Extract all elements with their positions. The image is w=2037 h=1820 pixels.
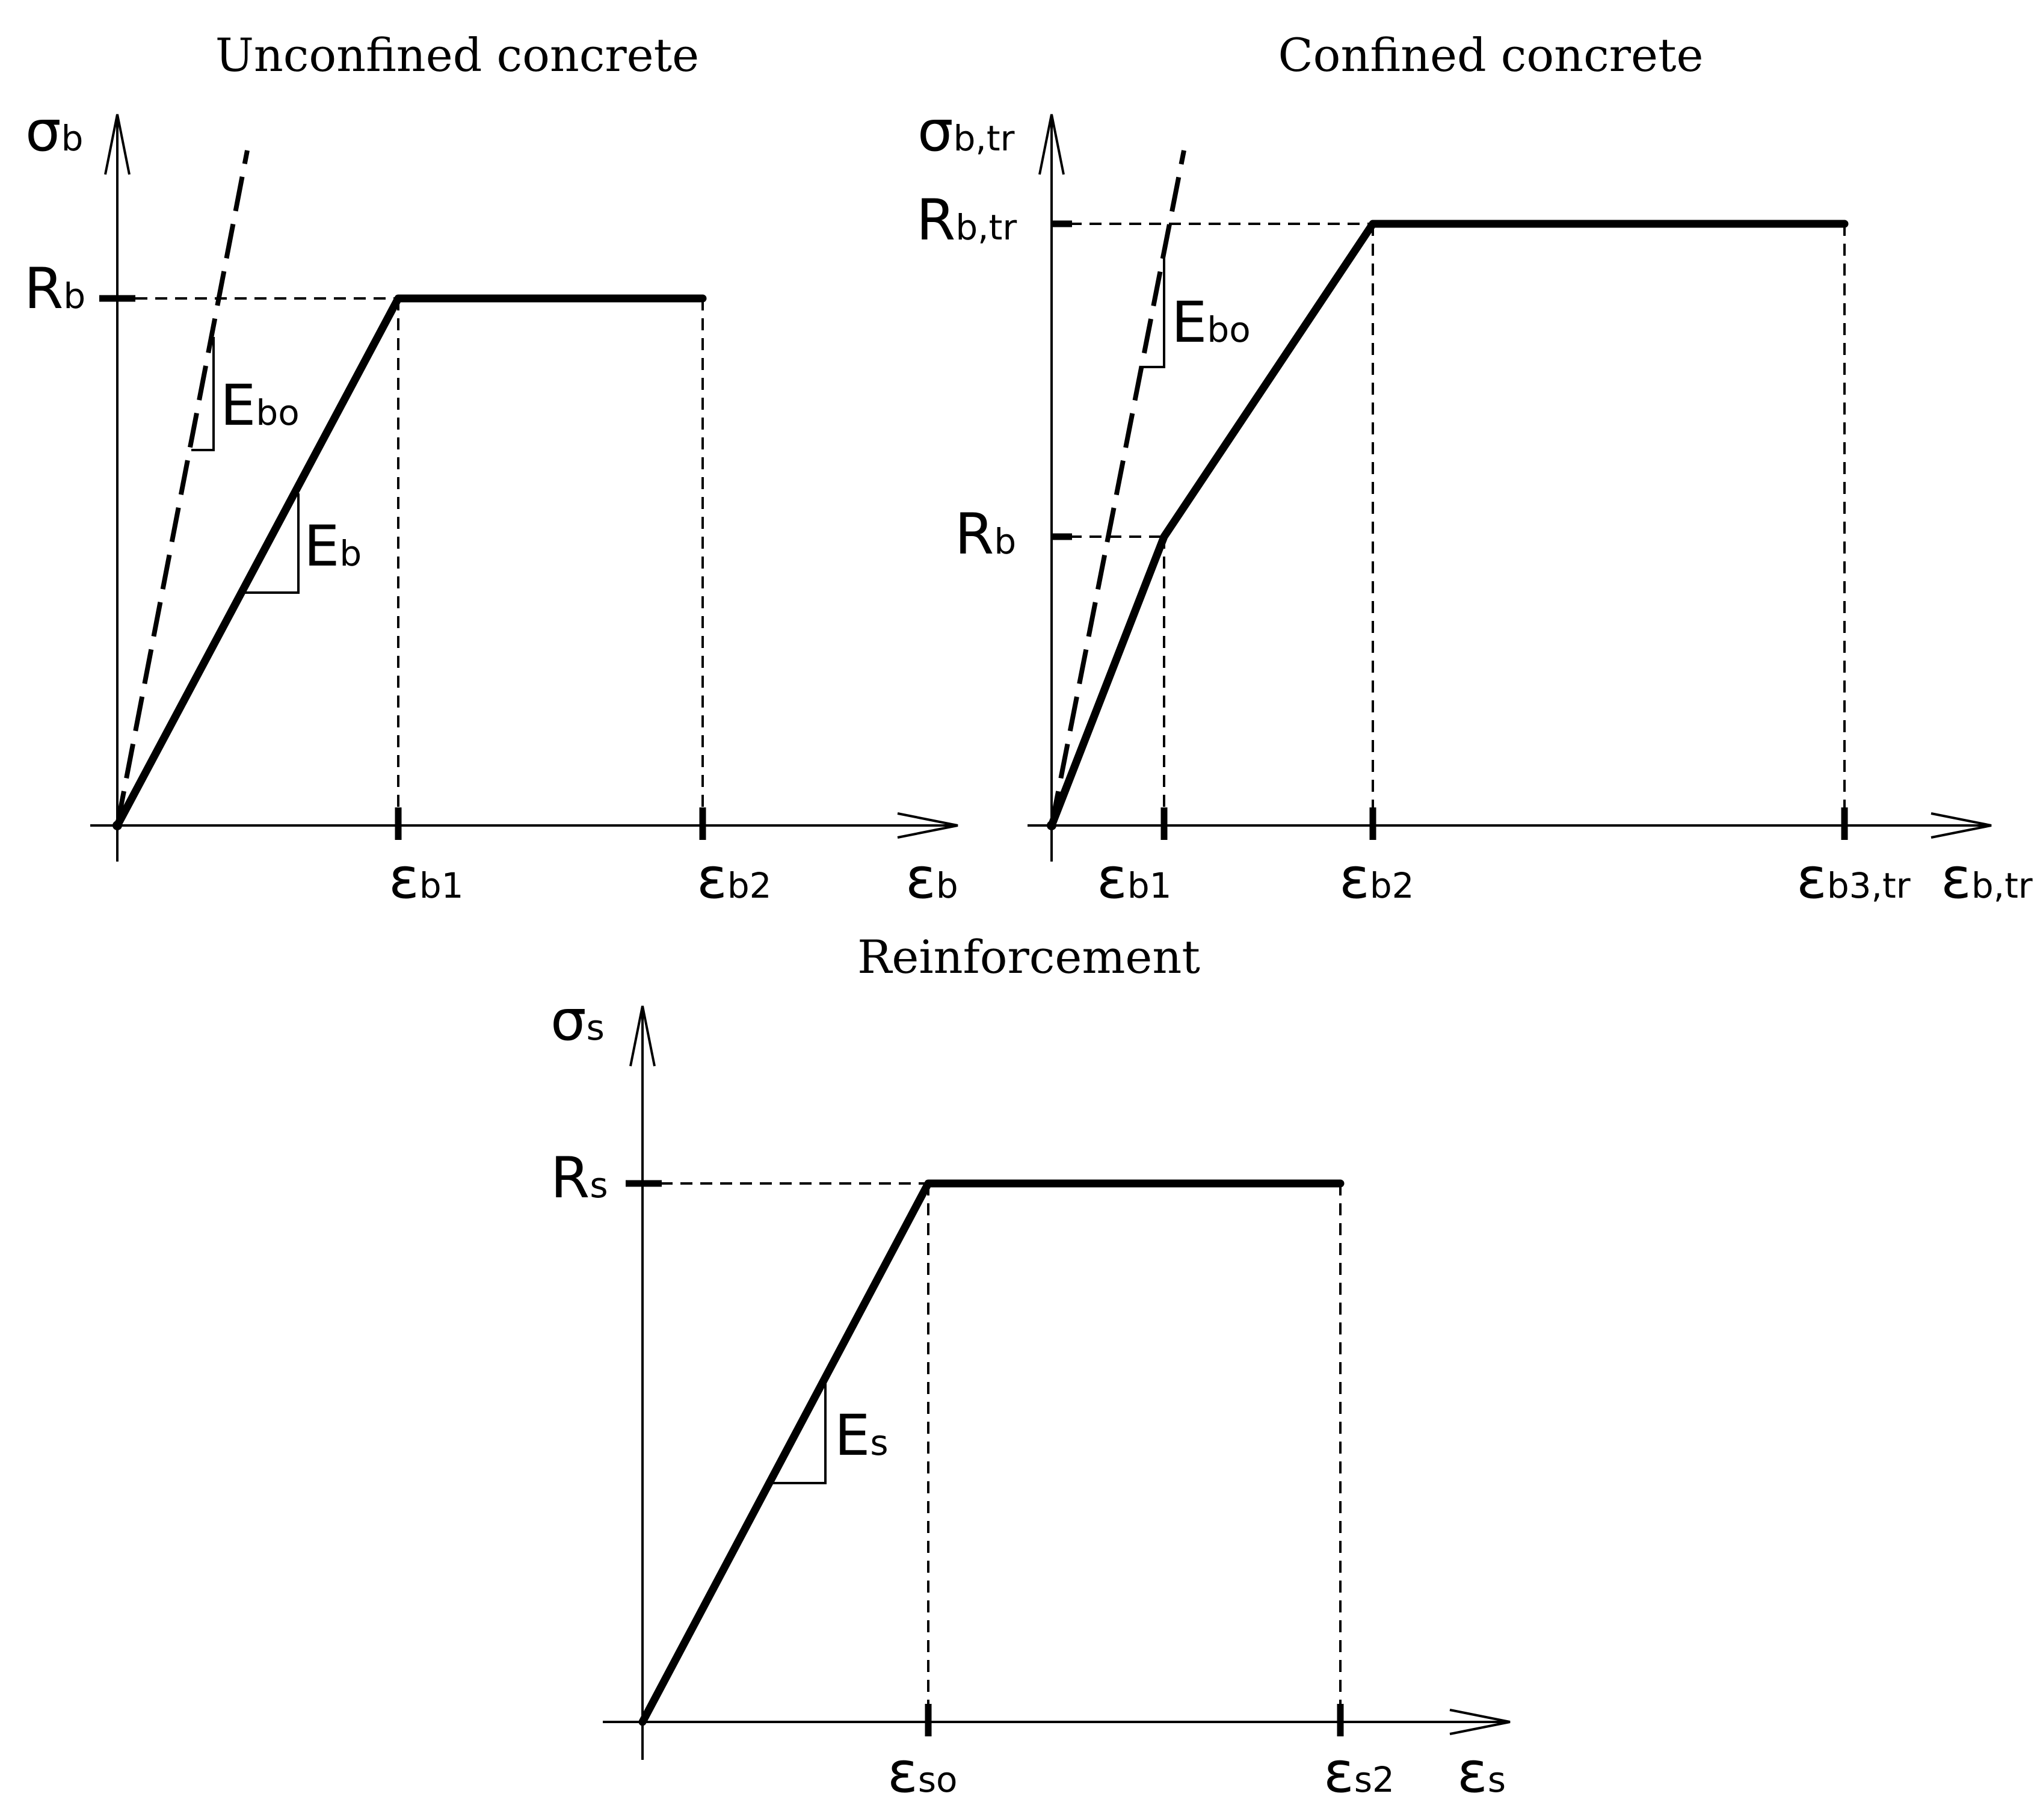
rs-label: Rs bbox=[550, 1146, 608, 1211]
x-axis-label: εb bbox=[905, 846, 958, 912]
y-axis-arrowhead bbox=[104, 114, 131, 175]
initial-modulus-line bbox=[115, 150, 250, 826]
es-slope-triangle bbox=[773, 1381, 827, 1484]
rb-label: Rb bbox=[24, 256, 85, 322]
eps-s2-label: εs2 bbox=[1324, 1740, 1394, 1806]
x-axis-arrowhead bbox=[1449, 1709, 1511, 1735]
y-axis-arrowhead bbox=[629, 1005, 656, 1067]
y-axis-label: σs bbox=[550, 988, 605, 1053]
origin-point bbox=[1047, 821, 1056, 830]
eps-b1-label: εb1 bbox=[389, 846, 464, 912]
ebo-label: Ebo bbox=[1171, 290, 1251, 356]
eps-so-label: εso bbox=[887, 1740, 958, 1806]
rbtr-label: Rb,tr bbox=[916, 188, 1017, 253]
x-axis-arrowhead bbox=[1931, 812, 1992, 839]
rb-label: Rb bbox=[955, 502, 1016, 567]
title-confined: Confined concrete bbox=[1278, 28, 1704, 82]
title-unconfined: Unconfined concrete bbox=[215, 28, 699, 82]
eb-slope-triangle bbox=[245, 493, 300, 594]
eps-b3tr-label: εb3,tr bbox=[1796, 846, 1911, 912]
y-axis-label: σb bbox=[25, 99, 83, 164]
es-label: Es bbox=[834, 1403, 889, 1469]
ebo-slope-triangle bbox=[191, 337, 215, 451]
eps-b2-label: εb2 bbox=[1339, 846, 1414, 912]
panel-unconfined: σb Rb Ebo Eb εb1 εb2 εb bbox=[24, 99, 958, 912]
stress-strain-curve bbox=[638, 1179, 1345, 1726]
eps-b1-label: εb1 bbox=[1097, 846, 1172, 912]
y-axis-label: σb,tr bbox=[917, 99, 1015, 164]
x-axis-label: εb,tr bbox=[1941, 846, 2033, 912]
y-axis-arrowhead bbox=[1038, 114, 1065, 175]
title-reinforcement: Reinforcement bbox=[857, 930, 1200, 984]
stress-strain-curve bbox=[113, 294, 707, 830]
panel-confined: σb,tr Rb,tr Ebo Rb εb1 εb2 εb3,tr εb,tr bbox=[916, 99, 2033, 912]
eps-b2-label: εb2 bbox=[697, 846, 772, 912]
initial-modulus-line bbox=[1049, 150, 1186, 826]
origin-point bbox=[112, 821, 122, 830]
eb-label: Eb bbox=[304, 514, 362, 579]
ebo-slope-triangle bbox=[1140, 253, 1165, 368]
x-axis-arrowhead bbox=[897, 812, 958, 839]
stress-strain-curve bbox=[1047, 220, 1849, 830]
panel-reinforcement: σs Rs Es εso εs2 εs bbox=[550, 988, 1511, 1806]
x-axis-label: εs bbox=[1457, 1740, 1506, 1806]
ebo-label: Ebo bbox=[220, 373, 300, 439]
